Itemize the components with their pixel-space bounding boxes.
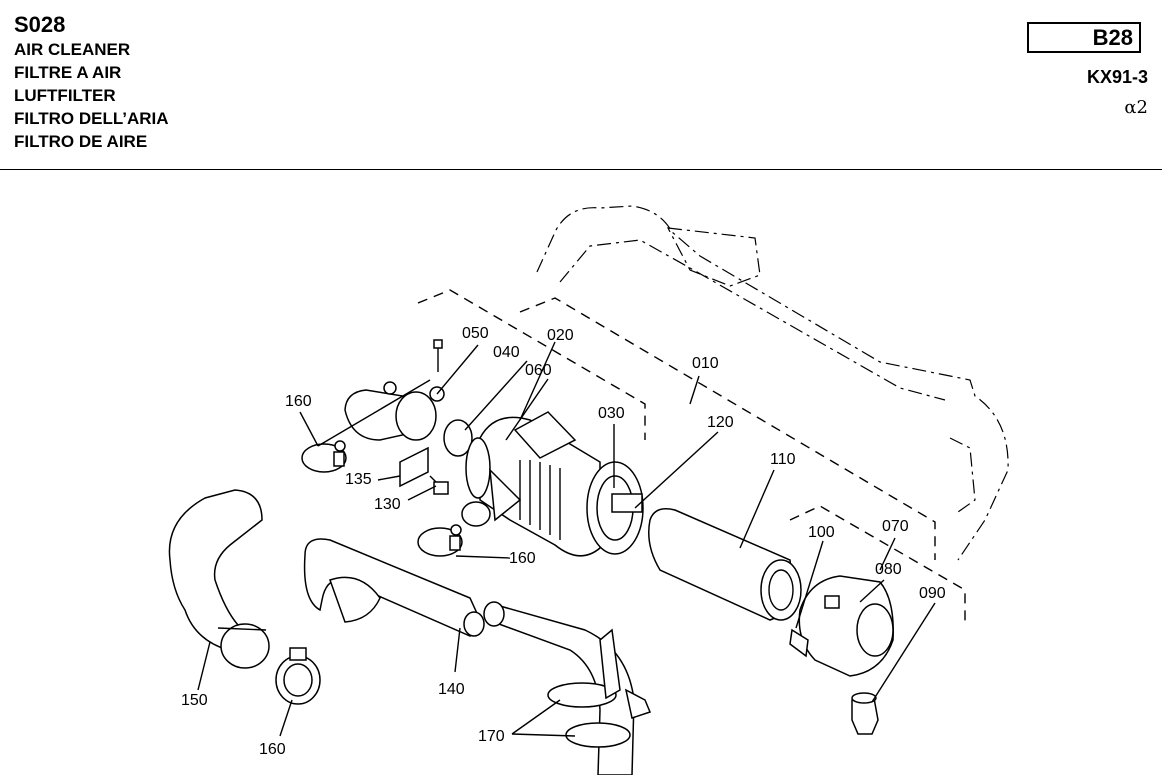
callout-120: 120 [707, 414, 734, 431]
callout-140: 140 [438, 681, 465, 698]
bolt-130 [429, 475, 449, 495]
bracket-135 [399, 446, 429, 488]
hose-170 [483, 601, 652, 775]
callout-110: 110 [770, 451, 796, 468]
inlet-pipe [344, 339, 473, 457]
hose-150 [168, 489, 270, 669]
clamp-160-mid [417, 524, 463, 557]
callout-080: 080 [875, 561, 902, 578]
callout-150: 150 [181, 692, 208, 709]
clamp-160-top [301, 440, 347, 473]
callout-010: 010 [692, 355, 719, 372]
page-ref-box: B28 [1027, 22, 1141, 53]
callout-070: 070 [882, 518, 909, 535]
callout-160-mid: 160 [509, 550, 536, 567]
filter-element-110 [648, 508, 802, 621]
title-it: FILTRO DELL’ARIA [14, 109, 169, 128]
title-list: AIR CLEANER FILTRE A AIR LUFTFILTER FILT… [14, 38, 169, 153]
end-cap-070 [789, 575, 894, 677]
callout-160-bottom: 160 [259, 741, 286, 758]
callout-160-top: 160 [285, 393, 312, 410]
callout-labels: 050 020 040 060 010 030 120 110 100 070 … [181, 325, 946, 758]
valve-090 [851, 692, 879, 735]
callout-090: 090 [919, 585, 946, 602]
title-en: AIR CLEANER [14, 40, 131, 59]
title-fr: FILTRE A AIR [14, 63, 122, 82]
callout-135: 135 [345, 471, 372, 488]
callout-130: 130 [374, 496, 401, 513]
section-code: S028 [14, 12, 66, 37]
callout-050: 050 [462, 325, 489, 342]
cover-030 [586, 461, 644, 555]
hose-140 [303, 538, 485, 637]
model-code: KX91-3 [1086, 67, 1148, 87]
title-es: FILTRO DE AIRE [14, 132, 148, 151]
header-divider [0, 169, 1162, 170]
frame-outline [536, 205, 1009, 561]
header-block: S028 AIR CLEANER FILTRE A AIR LUFTFILTER… [14, 12, 169, 153]
callout-030: 030 [598, 405, 625, 422]
housing-020 [461, 411, 601, 557]
callout-100: 100 [808, 524, 835, 541]
clamp-160-bottom [275, 647, 321, 705]
callout-060: 060 [525, 362, 552, 379]
leader-lines [197, 341, 936, 737]
variant-code: α2 [1124, 97, 1148, 118]
callout-170: 170 [478, 728, 505, 745]
title-de: LUFTFILTER [14, 86, 116, 105]
callout-040: 040 [493, 344, 520, 361]
callout-020: 020 [547, 327, 574, 344]
group-brackets [417, 289, 966, 624]
